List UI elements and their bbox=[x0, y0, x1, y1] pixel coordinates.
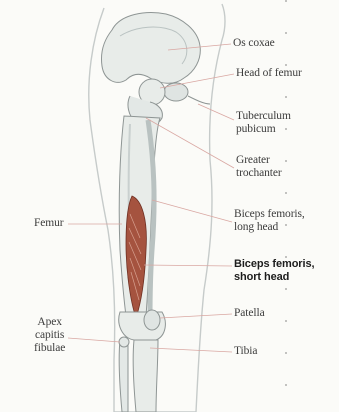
label-apex-line2: capitis bbox=[34, 329, 65, 342]
leader-apex bbox=[68, 338, 120, 342]
label-femur: Femur bbox=[34, 217, 64, 230]
label-tuberculum-pubicum: Tuberculum pubicum bbox=[236, 110, 291, 136]
fibula-bone bbox=[119, 340, 128, 412]
leader-tuberculum bbox=[198, 104, 234, 120]
label-patella: Patella bbox=[234, 307, 265, 320]
leader-biceps-short bbox=[144, 265, 232, 266]
label-trochanter-line2: trochanter bbox=[236, 167, 282, 180]
label-tuberculum-line1: Tuberculum bbox=[236, 110, 291, 123]
label-biceps-short-line1: Biceps femoris, bbox=[234, 258, 314, 271]
label-tuberculum-line2: pubicum bbox=[236, 123, 291, 136]
label-apex-line1: Apex bbox=[34, 316, 65, 329]
os-coxae-bone bbox=[101, 13, 200, 84]
label-biceps-long-line2: long head bbox=[234, 221, 305, 234]
tibia-bone bbox=[133, 340, 158, 412]
fibula-head bbox=[119, 337, 129, 347]
label-apex-capitis-fibulae: Apex capitis fibulae bbox=[34, 316, 65, 355]
label-apex-line3: fibulae bbox=[34, 342, 65, 355]
label-biceps-long-line1: Biceps femoris, bbox=[234, 208, 305, 221]
label-tibia: Tibia bbox=[234, 345, 257, 358]
leader-patella bbox=[160, 314, 232, 318]
leader-biceps-long bbox=[152, 200, 232, 222]
label-biceps-short-line2: short head bbox=[234, 271, 314, 284]
label-trochanter-line1: Greater bbox=[236, 154, 282, 167]
leader-tibia bbox=[150, 348, 232, 352]
label-greater-trochanter: Greater trochanter bbox=[236, 154, 282, 180]
leader-greater-trochanter bbox=[146, 118, 234, 168]
obturator-foramen bbox=[164, 83, 188, 101]
label-os-coxae: Os coxae bbox=[233, 37, 275, 50]
label-head-of-femur: Head of femur bbox=[236, 67, 302, 80]
patella-bone bbox=[144, 310, 160, 330]
label-biceps-long: Biceps femoris, long head bbox=[234, 208, 305, 234]
label-biceps-short: Biceps femoris, short head bbox=[234, 258, 314, 284]
